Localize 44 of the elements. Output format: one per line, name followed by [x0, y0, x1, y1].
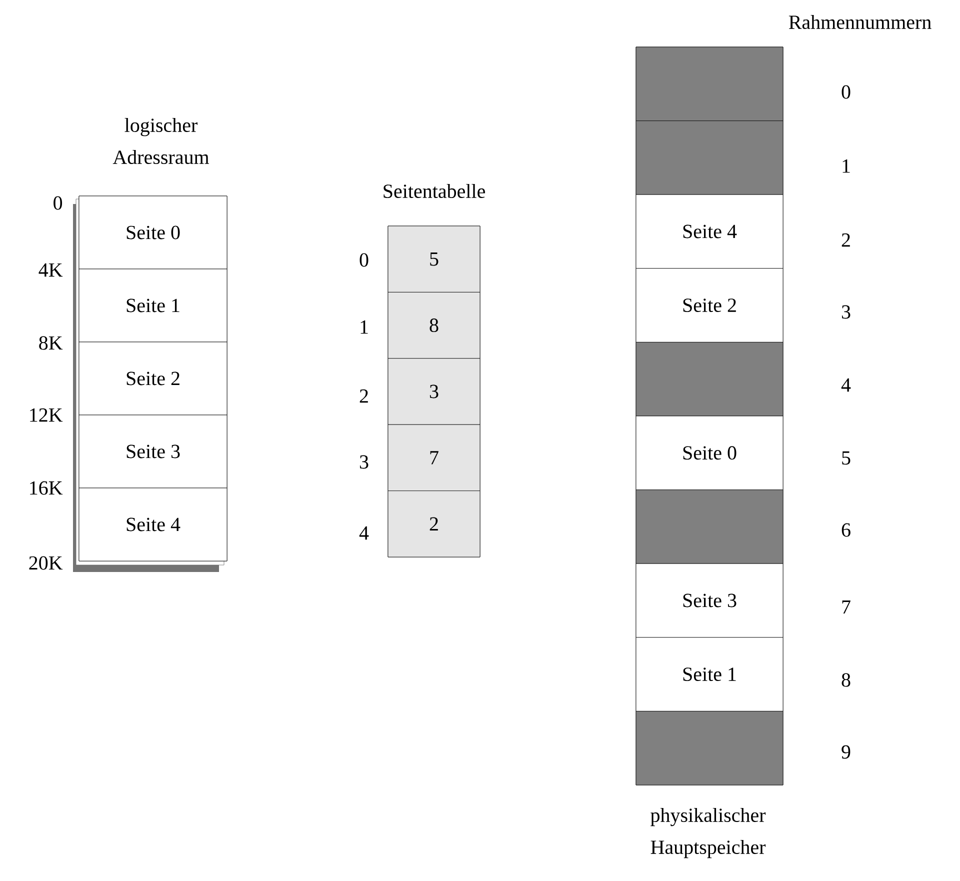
page-cell: Seite 4	[78, 488, 228, 562]
occupied-frame	[636, 46, 784, 121]
frame-number: 1	[842, 159, 850, 173]
frame-number: 8	[842, 673, 850, 687]
frame-number: 9	[842, 745, 850, 759]
page-cell: Seite 0	[636, 416, 784, 490]
table-cell: 5	[388, 226, 480, 292]
occupied-frame	[636, 342, 784, 416]
occupied-frame	[636, 711, 784, 786]
frame-number: 3	[842, 305, 850, 319]
address-label: 20K	[29, 556, 63, 570]
address-label: 12K	[30, 408, 63, 422]
address-label: 8K	[39, 336, 63, 350]
index-label: 1	[360, 320, 368, 334]
table-cell: 3	[388, 358, 480, 425]
table-cell: 7	[388, 424, 480, 491]
occupied-frame	[636, 490, 784, 564]
frame-number: 5	[842, 451, 850, 465]
page-cell: Seite 1	[78, 268, 228, 342]
index-label: 0	[360, 253, 368, 267]
column-heading: Rahmennummern	[788, 14, 932, 30]
page-cell: Seite 3	[636, 563, 784, 638]
address-label: 4K	[38, 263, 63, 277]
page-cell: Seite 3	[78, 414, 228, 488]
index-label: 3	[360, 455, 368, 469]
frame-number: 6	[842, 523, 850, 537]
frame-number: 0	[842, 85, 850, 99]
table-cell: 8	[388, 292, 480, 359]
index-label: 2	[360, 389, 368, 403]
column-heading: logischer Adressraum	[112, 118, 209, 164]
page-cell: Seite 2	[78, 342, 228, 416]
column-heading: Seitentabelle	[384, 184, 485, 198]
column-heading: physikalischer Hauptspeicher	[650, 808, 766, 858]
frame-number: 2	[842, 233, 850, 247]
page-cell: Seite 2	[636, 268, 784, 342]
occupied-frame	[636, 120, 784, 195]
frame-number: 7	[842, 600, 850, 614]
page-cell: Seite 1	[636, 637, 784, 712]
address-label: 16K	[30, 481, 63, 495]
table-cell: 2	[388, 490, 480, 558]
index-label: 4	[359, 526, 369, 540]
page-cell: Seite 0	[78, 196, 228, 270]
frame-number: 4	[841, 378, 851, 392]
page-cell: Seite 4	[636, 194, 784, 269]
